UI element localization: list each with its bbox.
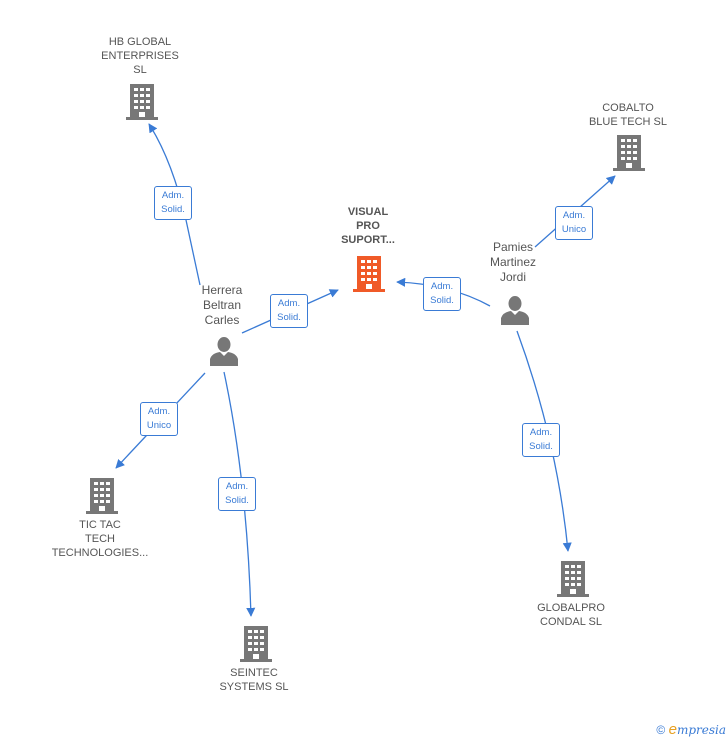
brand-name: mpresia: [676, 723, 726, 737]
building-icon[interactable]: [557, 561, 589, 597]
building-icon[interactable]: [613, 135, 645, 171]
footer-brand: © empresia: [656, 721, 726, 738]
person-label-pamies[interactable]: Pamies Martinez Jordi: [489, 240, 536, 284]
person-label-herrera[interactable]: Herrera Beltran Carles: [201, 283, 243, 327]
node-label-visual-pro[interactable]: VISUAL PRO SUPORT...: [341, 206, 395, 246]
node-label-cobalto[interactable]: COBALTO BLUE TECH SL: [588, 102, 668, 128]
building-icon[interactable]: [353, 256, 385, 292]
node-label-hb-global[interactable]: HB GLOBAL ENTERPRISES SL: [101, 36, 179, 76]
edge-label-herrera-tictac[interactable]: Adm. Unico: [140, 402, 178, 436]
edge-label-pamies-visual[interactable]: Adm. Solid.: [423, 277, 461, 311]
edge-label-pamies-cobalto[interactable]: Adm. Unico: [555, 206, 593, 240]
edge-label-herrera-visual[interactable]: Adm. Solid.: [270, 294, 308, 328]
person-icon[interactable]: [500, 295, 530, 325]
edge-label-herrera-seintec[interactable]: Adm. Solid.: [218, 477, 256, 511]
person-icon[interactable]: [209, 336, 239, 366]
copyright-symbol: ©: [656, 723, 666, 737]
node-label-seintec[interactable]: SEINTEC SYSTEMS SL: [219, 667, 289, 693]
building-icon[interactable]: [86, 478, 118, 514]
node-label-globalpro[interactable]: GLOBALPRO CONDAL SL: [537, 602, 605, 628]
edge-label-pamies-globalpro[interactable]: Adm. Solid.: [522, 423, 560, 457]
building-icon[interactable]: [240, 626, 272, 662]
edge-label-herrera-hb[interactable]: Adm. Solid.: [154, 186, 192, 220]
brand-logo-initial: e: [668, 721, 677, 738]
building-icon[interactable]: [126, 84, 158, 120]
node-label-tic-tac[interactable]: TIC TAC TECH TECHNOLOGIES...: [51, 519, 149, 559]
